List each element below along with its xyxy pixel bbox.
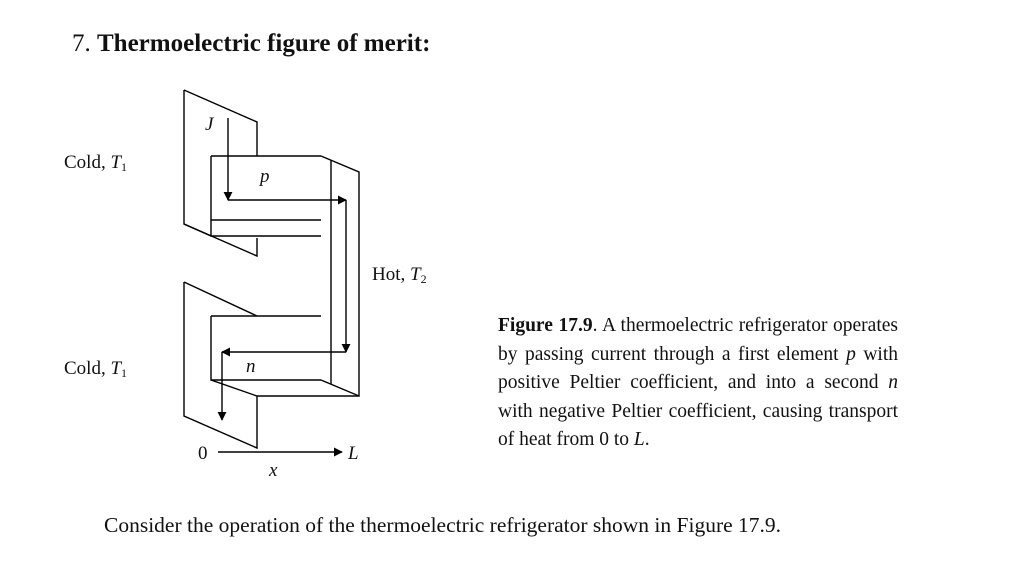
caption-text-4: .	[644, 429, 650, 450]
caption-text-1: . A thermoelectric refrigerator operates…	[498, 315, 898, 365]
figure-caption: Figure 17.9. A thermoelectric refrigerat…	[498, 312, 898, 455]
axis-end-label: L	[348, 443, 359, 465]
hot-label-var: T	[410, 264, 421, 285]
n-element	[210, 315, 359, 397]
cold-label-bottom-var: T	[110, 358, 122, 379]
p-label-text: p	[260, 166, 270, 187]
body-paragraph: Consider the operation of the thermoelec…	[104, 513, 782, 537]
cold-label-top: Cold, T1	[64, 152, 127, 175]
current-label-text: J	[205, 114, 214, 135]
caption-var-L: L	[633, 429, 645, 450]
n-label-text: n	[246, 356, 256, 377]
caption-var-p: p	[846, 343, 856, 365]
caption-text-3: with negative Peltier coefficient, causi…	[498, 400, 898, 451]
cold-plate-top	[183, 89, 258, 258]
axis-var-label-text: x	[269, 460, 278, 481]
cold-label-top-sub: 1	[121, 160, 128, 174]
cold-label-bottom-sub: 1	[121, 366, 128, 380]
hot-label-text: Hot,	[372, 264, 410, 285]
problem-number: 7.	[72, 30, 91, 57]
problem-title: Thermoelectric figure of merit:	[97, 30, 431, 57]
current-label: J	[205, 114, 213, 136]
cold-label-top-var: T	[110, 152, 122, 173]
origin-label: 0	[198, 443, 208, 464]
hot-label: Hot, T2	[372, 264, 427, 287]
hot-label-sub: 2	[420, 272, 427, 286]
caption-var-n: n	[888, 372, 898, 393]
caption-text-2: with positive Peltier coefficient, and i…	[498, 343, 898, 394]
n-label: n	[246, 356, 256, 378]
cold-plate-bottom	[183, 281, 258, 450]
axis-var-label: x	[269, 460, 277, 482]
axis-end-label-text: L	[348, 443, 359, 464]
p-label: p	[260, 166, 270, 188]
p-element	[210, 155, 321, 237]
hot-plate	[320, 155, 360, 398]
cold-label-top-text: Cold,	[64, 152, 111, 173]
cold-label-bottom: Cold, T1	[64, 358, 127, 381]
problem-heading: 7. Thermoelectric figure of merit:	[72, 30, 430, 58]
cold-label-bottom-text: Cold,	[64, 358, 111, 379]
caption-label: Figure 17.9	[498, 315, 593, 336]
